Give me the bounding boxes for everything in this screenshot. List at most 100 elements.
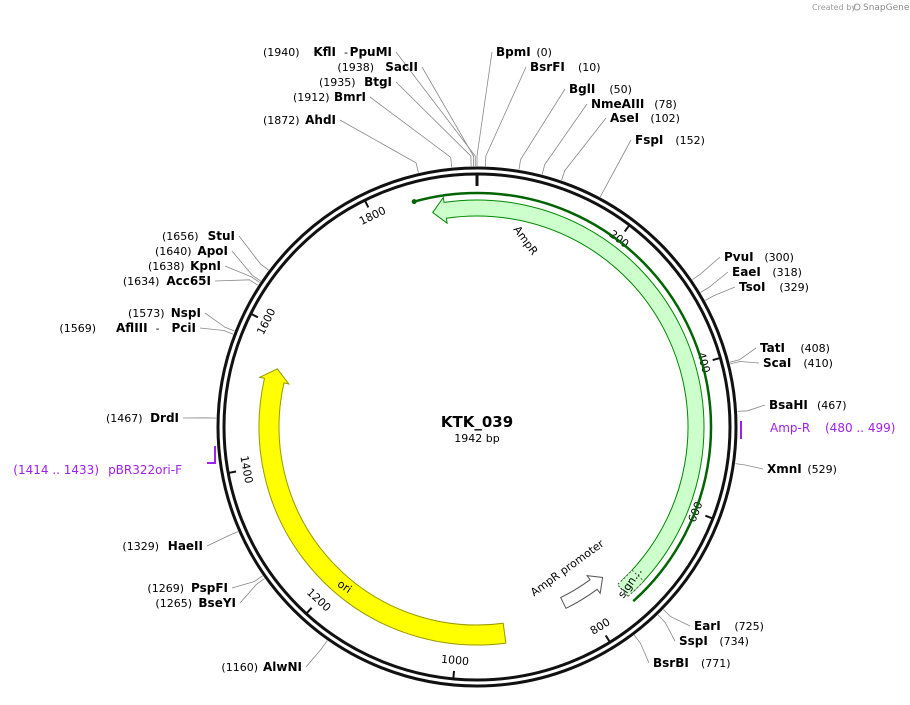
site-leader-line bbox=[396, 82, 471, 166]
site-leader-line bbox=[634, 635, 649, 663]
site-position: (529) bbox=[807, 463, 837, 476]
site-position: (1872) bbox=[263, 114, 300, 127]
site-name: SacII bbox=[385, 60, 418, 74]
site-position: (329) bbox=[779, 281, 809, 294]
site-position: (1638) bbox=[148, 260, 185, 273]
tick-mark bbox=[307, 608, 312, 613]
site-leader-line bbox=[738, 405, 766, 411]
ampr-cds-start-marker bbox=[412, 199, 417, 204]
tick-label: 800 bbox=[588, 615, 613, 637]
site-position: (467) bbox=[817, 399, 847, 412]
site-leader-line bbox=[705, 287, 735, 300]
site-position: (102) bbox=[650, 112, 680, 125]
site-position: (1656) bbox=[162, 230, 199, 243]
site-leader-line bbox=[562, 118, 606, 180]
site-leader-line bbox=[207, 532, 238, 546]
site-leader-line bbox=[215, 280, 258, 285]
site-name: PvuI bbox=[724, 250, 754, 264]
site-position: (1467) bbox=[106, 412, 143, 425]
tick-mark bbox=[713, 358, 720, 360]
site-name: BtgI bbox=[364, 75, 392, 89]
tick-label: 1800 bbox=[357, 204, 388, 228]
pbr322ori-f-primer-position: (1414 .. 1433) bbox=[13, 463, 99, 477]
site-name: HaeII bbox=[168, 539, 203, 553]
ampr-promoter-arrow bbox=[561, 576, 603, 609]
tick-mark bbox=[252, 314, 258, 317]
site-position: (1640) bbox=[155, 245, 192, 258]
site-leader-line bbox=[232, 576, 263, 588]
site-name-secondary: PpuMI bbox=[350, 45, 392, 59]
tick-mark bbox=[365, 201, 368, 207]
site-position: (1938) bbox=[337, 61, 374, 74]
site-name: DrdI bbox=[150, 411, 179, 425]
site-position: (300) bbox=[764, 251, 794, 264]
amp-r-primer-name: Amp-R bbox=[770, 421, 810, 435]
site-leader-line bbox=[730, 348, 756, 362]
site-position: (1569) bbox=[59, 322, 96, 335]
site-position: (410) bbox=[803, 357, 833, 370]
site-leader-line bbox=[370, 97, 452, 167]
site-position: (50) bbox=[609, 83, 632, 96]
site-leader-line bbox=[477, 52, 492, 166]
site-name: TatI bbox=[760, 341, 785, 355]
site-name: AseI bbox=[610, 111, 639, 125]
site-name: AflIII bbox=[116, 321, 148, 335]
site-name: KpnI bbox=[190, 259, 221, 273]
site-name: NspI bbox=[171, 306, 201, 320]
site-name: PspFI bbox=[191, 581, 228, 595]
ampr-label: AmpR bbox=[511, 223, 541, 258]
site-name: XmnI bbox=[767, 462, 802, 476]
site-position: (152) bbox=[675, 134, 705, 147]
tick-mark bbox=[453, 671, 454, 678]
site-name: KflI bbox=[313, 45, 336, 59]
site-name: BseYI bbox=[198, 596, 236, 610]
site-leader-line bbox=[340, 120, 418, 173]
tick-mark bbox=[229, 472, 236, 473]
site-position: (318) bbox=[772, 266, 802, 279]
credit-prefix: Created by bbox=[812, 3, 856, 12]
site-position: (1269) bbox=[147, 582, 184, 595]
site-leader-line bbox=[664, 610, 691, 626]
tick-label: 1000 bbox=[440, 653, 469, 669]
site-leader-line bbox=[205, 313, 234, 331]
plasmid-name: KTK_039 bbox=[441, 413, 513, 431]
tick-label: 1400 bbox=[237, 455, 255, 485]
site-name: FspI bbox=[635, 133, 663, 147]
site-position: (734) bbox=[719, 635, 749, 648]
site-name: AhdI bbox=[305, 113, 336, 127]
site-name-secondary: PciI bbox=[172, 321, 197, 335]
site-leader-line bbox=[519, 89, 565, 169]
site-name: AlwNI bbox=[263, 660, 302, 674]
site-position: (1912) bbox=[293, 91, 330, 104]
site-position: (408) bbox=[800, 342, 830, 355]
site-position: (78) bbox=[654, 98, 677, 111]
site-position: (1935) bbox=[319, 76, 356, 89]
credit-brand: SnapGene bbox=[863, 3, 910, 13]
site-separator: - bbox=[344, 46, 348, 59]
site-position: (1329) bbox=[122, 540, 159, 553]
site-position: (1265) bbox=[155, 597, 192, 610]
pbr322ori-f-primer-mark bbox=[207, 446, 215, 463]
site-position: (1573) bbox=[128, 307, 165, 320]
site-leader-line bbox=[730, 362, 759, 364]
site-name: BsaHI bbox=[769, 398, 808, 412]
site-name: BsrFI bbox=[530, 60, 565, 74]
amp-r-primer-position: (480 .. 499) bbox=[825, 421, 895, 435]
site-leader-line bbox=[735, 464, 763, 469]
site-leader-line bbox=[485, 67, 526, 166]
site-position: (10) bbox=[578, 61, 601, 74]
site-name: ApoI bbox=[197, 244, 228, 258]
site-leader-line bbox=[600, 140, 631, 197]
site-leader-line bbox=[701, 272, 728, 292]
plasmid-length: 1942 bp bbox=[454, 432, 499, 445]
site-name: BsrBI bbox=[653, 656, 689, 670]
site-name: EarI bbox=[694, 619, 721, 633]
site-name: BpmI bbox=[496, 45, 531, 59]
tick-mark bbox=[625, 226, 629, 232]
site-leader-line bbox=[658, 615, 675, 641]
site-name: EaeI bbox=[732, 265, 761, 279]
site-position: (1634) bbox=[123, 275, 160, 288]
site-position: (725) bbox=[734, 620, 764, 633]
